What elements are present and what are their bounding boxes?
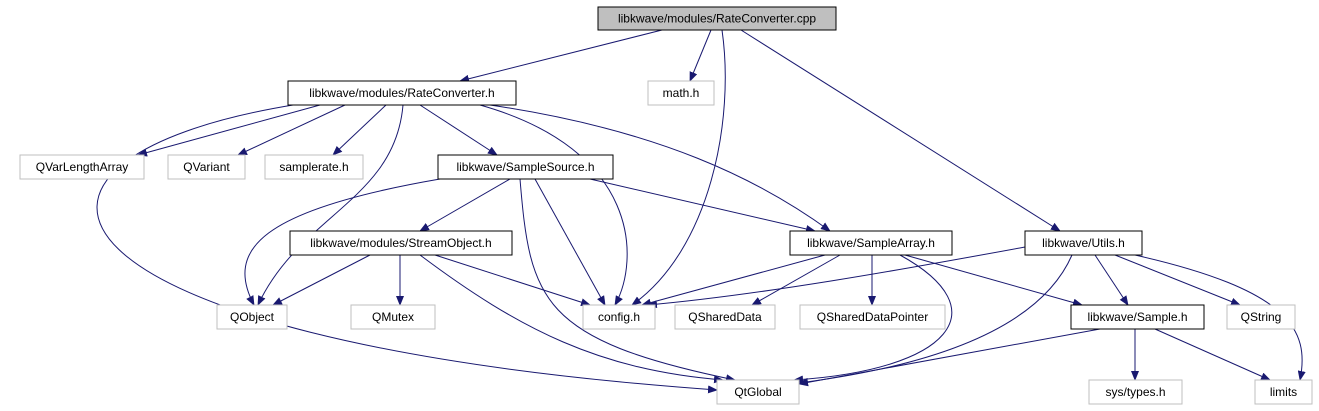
node-samplearray_h[interactable]: libkwave/SampleArray.h [789, 230, 953, 256]
node-rateconv_cpp[interactable]: libkwave/modules/RateConverter.cpp [597, 6, 837, 31]
edge-sample_h-to-limits [1154, 328, 1271, 381]
edge-samplesource_h-to-config_h [534, 178, 606, 306]
node-box-qshareddatapointer [799, 304, 946, 330]
edge-rateconv_cpp-to-utils_h [740, 29, 1061, 232]
edge-streamobject_h-to-config_h [434, 254, 591, 307]
node-label-utils_h: libkwave/Utils.h [1042, 236, 1125, 250]
node-box-samplesource_h [437, 154, 614, 180]
node-math_h: math.h [647, 80, 715, 106]
node-label-config_h: config.h [598, 310, 640, 324]
node-box-rateconv_h [287, 80, 517, 106]
node-label-qstring: QString [1241, 310, 1282, 324]
node-qvariant: QVariant [167, 154, 246, 180]
node-label-qvariant: QVariant [183, 160, 230, 174]
node-limits: limits [1254, 379, 1313, 405]
node-box-streamobject_h [289, 230, 513, 256]
node-box-qvarlengtharray [19, 154, 145, 180]
node-label-qmutex: QMutex [372, 310, 414, 324]
node-box-qvariant [167, 154, 246, 180]
node-box-qstring [1226, 304, 1296, 330]
node-label-samplearray_h: libkwave/SampleArray.h [807, 236, 935, 250]
edge-utils_h-to-config_h [647, 246, 1026, 309]
node-label-qshareddata: QSharedData [688, 310, 762, 324]
edge-streamobject_h-to-qtglobal [419, 254, 724, 384]
edge-rateconv_h-to-qvariant [237, 104, 346, 156]
edge-rateconv_h-to-samplerate_h [332, 104, 387, 156]
node-box-qmutex [350, 304, 436, 330]
node-label-streamobject_h: libkwave/modules/StreamObject.h [310, 236, 491, 250]
node-samplerate_h: samplerate.h [264, 154, 364, 180]
node-box-samplearray_h [789, 230, 953, 256]
node-label-math_h: math.h [663, 86, 700, 100]
node-sample_h[interactable]: libkwave/Sample.h [1070, 304, 1205, 330]
node-qtglobal: QtGlobal [716, 379, 800, 405]
edge-samplesource_h-to-qobject [244, 178, 441, 306]
node-box-rateconv_cpp [597, 6, 837, 31]
node-label-rateconv_h: libkwave/modules/RateConverter.h [309, 86, 494, 100]
node-qmutex: QMutex [350, 304, 436, 330]
node-label-samplesource_h: libkwave/SampleSource.h [456, 160, 594, 174]
node-config_h: config.h [582, 304, 656, 330]
node-label-qshareddatapointer: QSharedDataPointer [817, 310, 928, 324]
edge-rateconv_h-to-qvarlengtharray [137, 104, 321, 157]
node-samplesource_h[interactable]: libkwave/SampleSource.h [437, 154, 614, 180]
node-qshareddatapointer: QSharedDataPointer [799, 304, 946, 330]
edge-samplesource_h-to-samplearray_h [589, 178, 816, 233]
edge-rateconv_cpp-to-config_h [631, 29, 726, 306]
node-label-samplerate_h: samplerate.h [279, 160, 348, 174]
edge-rateconv_h-to-config_h [479, 104, 628, 306]
node-box-utils_h [1024, 230, 1143, 256]
node-rateconv_h[interactable]: libkwave/modules/RateConverter.h [287, 80, 517, 106]
edge-samplearray_h-to-config_h [641, 254, 826, 307]
node-box-limits [1254, 379, 1313, 405]
edge-rateconv_cpp-to-math_h [689, 29, 712, 82]
node-qobject: QObject [216, 304, 288, 330]
node-box-samplerate_h [264, 154, 364, 180]
edge-samplearray_h-to-sample_h [904, 254, 1083, 307]
node-box-config_h [582, 304, 656, 330]
node-label-qtglobal: QtGlobal [734, 385, 781, 399]
edge-sample_h-to-qtglobal [798, 328, 1101, 387]
edge-samplesource_h-to-streamobject_h [419, 178, 511, 232]
edge-samplesource_h-to-qtglobal [519, 178, 736, 383]
node-box-math_h [647, 80, 715, 106]
edge-utils_h-to-qstring [1114, 254, 1241, 306]
edge-utils_h-to-sample_h [1094, 254, 1129, 306]
node-systypes_h: sys/types.h [1088, 379, 1183, 405]
node-box-systypes_h [1088, 379, 1183, 405]
node-qstring: QString [1226, 304, 1296, 330]
edge-streamobject_h-to-qobject [272, 254, 371, 306]
node-label-limits: limits [1270, 385, 1297, 399]
node-label-systypes_h: sys/types.h [1105, 385, 1165, 399]
edge-rateconv_cpp-to-rateconv_h [459, 29, 663, 83]
node-box-qobject [216, 304, 288, 330]
node-utils_h[interactable]: libkwave/Utils.h [1024, 230, 1143, 256]
nodes-layer: libkwave/modules/RateConverter.cpp libkwa… [19, 6, 1313, 405]
edge-rateconv_h-to-samplesource_h [419, 104, 498, 156]
edge-samplearray_h-to-qshareddata [751, 254, 841, 306]
node-label-sample_h: libkwave/Sample.h [1087, 310, 1187, 324]
node-box-sample_h [1070, 304, 1205, 330]
node-box-qshareddata [674, 304, 776, 330]
node-box-qtglobal [716, 379, 800, 405]
node-qshareddata: QSharedData [674, 304, 776, 330]
edge-rateconv_h-to-qtglobal [96, 104, 718, 394]
edge-rateconv_h-to-qobject [257, 104, 404, 306]
edge-rateconv_h-to-samplearray_h [489, 104, 831, 232]
edge-samplearray_h-to-qtglobal [793, 254, 953, 384]
node-label-rateconv_cpp: libkwave/modules/RateConverter.cpp [618, 12, 816, 26]
node-qvarlengtharray: QVarLengthArray [19, 154, 145, 180]
node-label-qobject: QObject [230, 310, 275, 324]
node-label-qvarlengtharray: QVarLengthArray [36, 160, 129, 174]
node-streamobject_h[interactable]: libkwave/modules/StreamObject.h [289, 230, 513, 256]
